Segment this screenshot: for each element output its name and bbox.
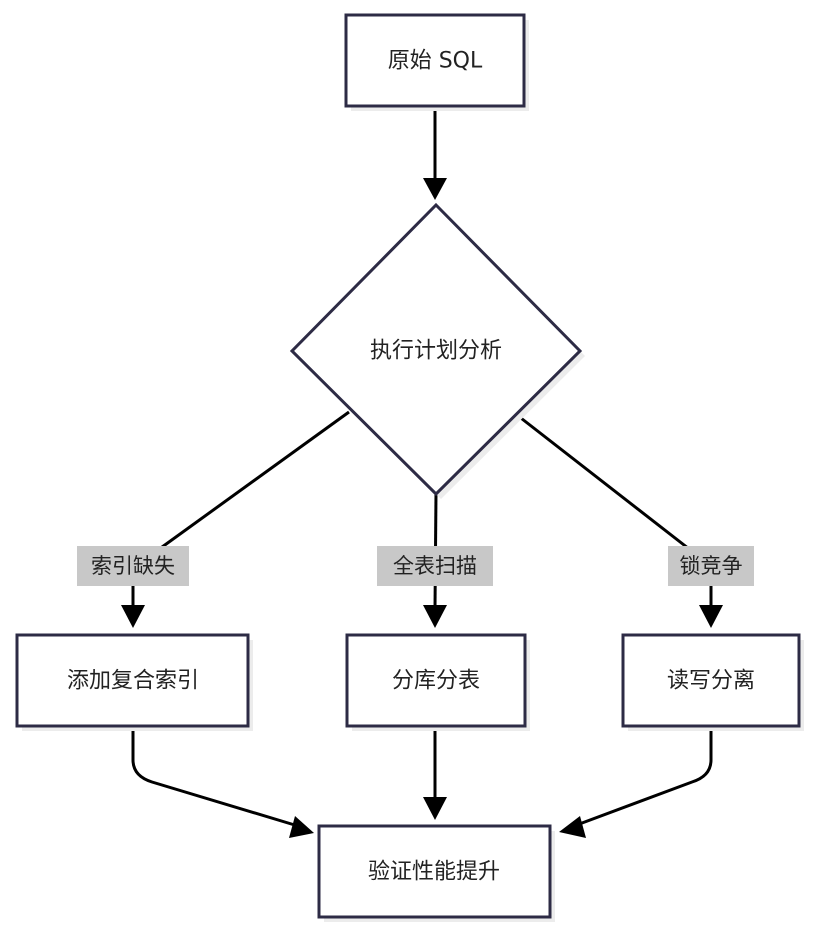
node-left-label: 添加复合索引 [67,669,199,694]
edge-decision-to-right [516,413,712,568]
node-start-label: 原始 SQL [388,49,483,74]
node-end: 验证性能提升 [317,824,555,922]
edge-label-right: 锁竞争 [680,554,743,578]
edge-label-middle-bg [377,546,493,586]
edge-labels: 索引缺失 全表扫描 锁竞争 [77,546,754,586]
arrowhead-decision [423,178,447,200]
node-end-label: 验证性能提升 [368,860,500,885]
edge-label-left: 索引缺失 [91,554,175,578]
edge-decision-to-left [132,410,350,570]
edge-label-right-bg [668,546,754,586]
arrowhead-left-node [121,605,145,628]
arrowhead-end-from-middle [423,797,447,820]
edge-label-middle: 全表扫描 [393,554,477,578]
edge-right-to-end [573,726,713,828]
arrowhead-end-from-left [289,816,314,838]
arrowhead-end-from-right [559,816,586,838]
node-start: 原始 SQL [344,13,529,111]
edge-label-left-bg [77,546,189,586]
node-right-label: 读写分离 [667,669,755,694]
arrowhead-middle-node [423,605,447,628]
node-decision-label: 执行计划分析 [370,339,502,364]
arrowhead-right-node [699,605,723,628]
node-middle-label: 分库分表 [392,669,480,694]
node-decision: 执行计划分析 [289,202,585,499]
node-left: 添加复合索引 [15,633,253,731]
node-right: 读写分离 [621,633,804,731]
node-middle: 分库分表 [345,633,530,731]
edge-left-to-end [131,726,299,828]
